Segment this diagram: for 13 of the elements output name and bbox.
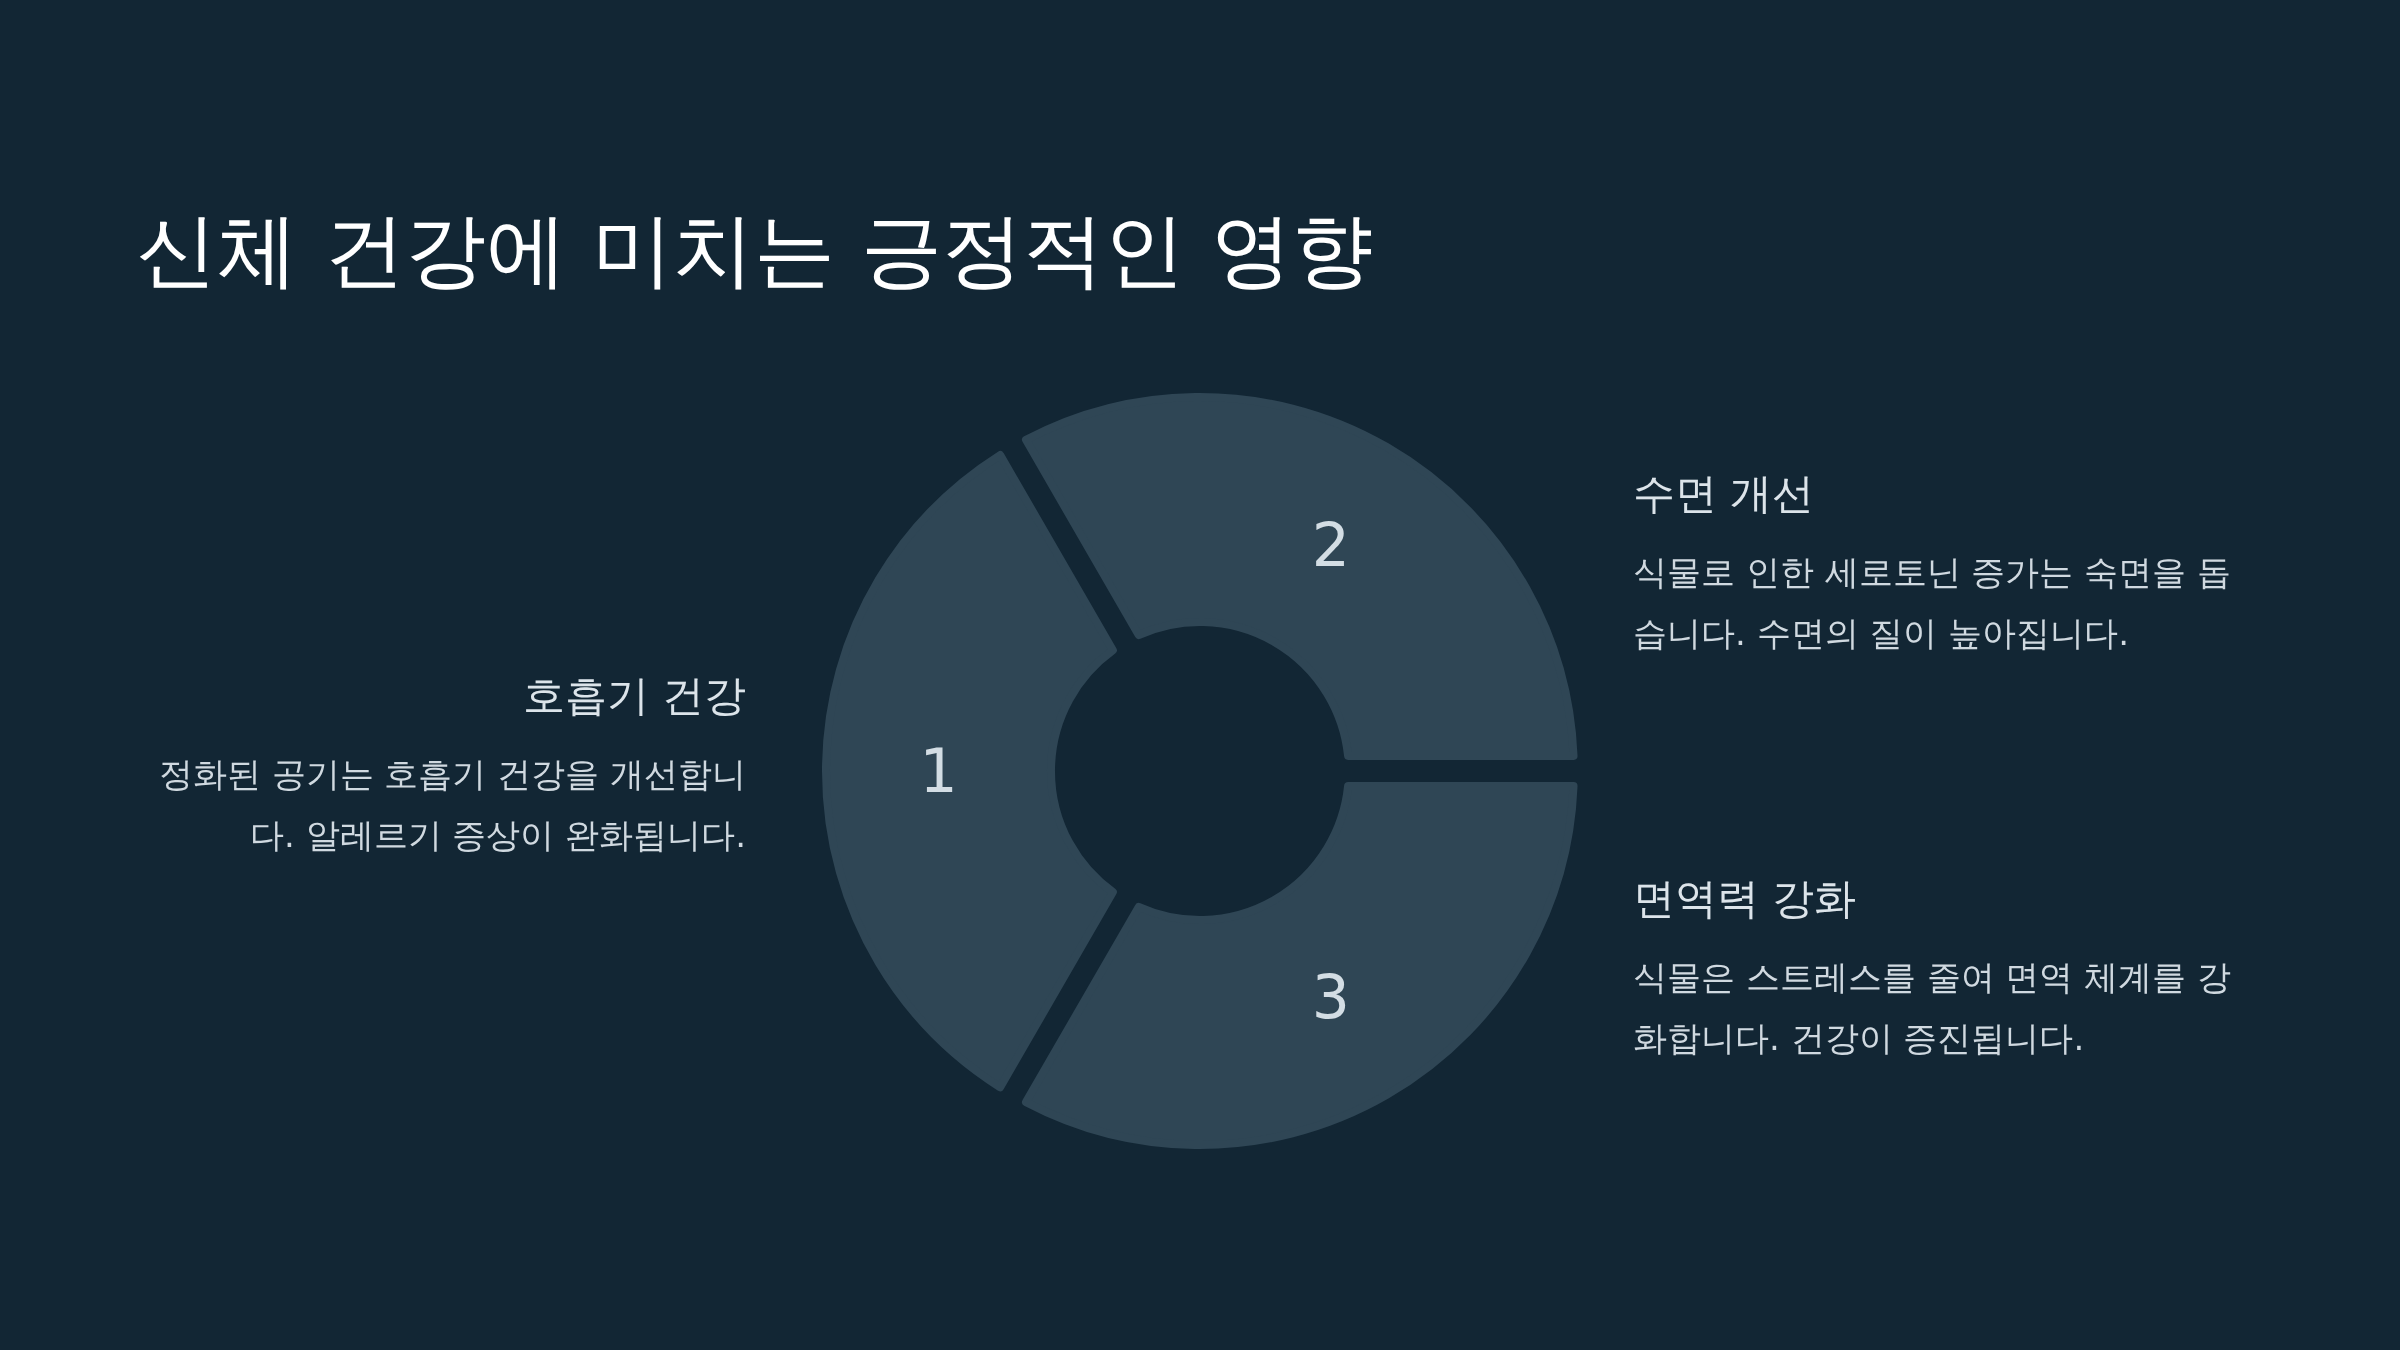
segment-number: 1	[919, 741, 958, 801]
donut-segment	[822, 450, 1117, 1092]
section-heading: 수면 개선	[1633, 468, 1816, 520]
description-text: 식물로 인한 세로토닌 증가는 숙면을 돕습니다. 수면의 질이 높아집니다.	[1633, 551, 2233, 655]
segment-number: 3	[1311, 967, 1350, 1028]
slide-title: 신체 건강에 미치는 긍정적인 영향	[136, 202, 1373, 299]
section-heading: 면역력 강화	[1633, 873, 1858, 925]
segment-number: 2	[1311, 514, 1350, 575]
description-text: 정화된 공기는 호흡기 건강을 개선합니다. 알레르기 증상이 완화됩니다.	[157, 753, 746, 857]
donut-segment	[1022, 782, 1578, 1149]
description-text: 식물은 스트레스를 줄여 면역 체계를 강화합니다. 건강이 증진됩니다.	[1633, 956, 2233, 1060]
donut-segment	[1022, 393, 1578, 760]
section-heading: 호흡기 건강	[521, 670, 746, 722]
